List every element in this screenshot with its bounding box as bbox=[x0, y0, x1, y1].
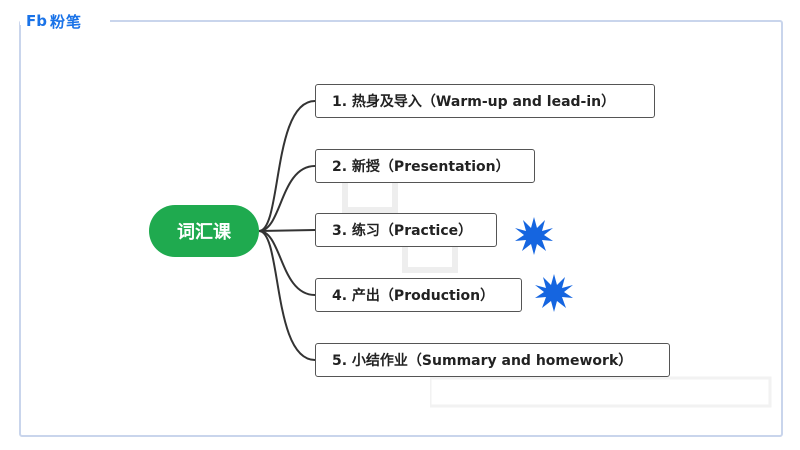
branch-warm-up: 1. 热身及导入（Warm-up and lead-in） bbox=[315, 84, 655, 118]
logo-text: 粉笔 bbox=[49, 12, 82, 31]
branch-production: 4. 产出（Production） bbox=[315, 278, 522, 312]
connector-2 bbox=[258, 165, 316, 232]
branch-label: 1. 热身及导入（Warm-up and lead-in） bbox=[332, 94, 616, 110]
center-topic: 词汇课 bbox=[149, 205, 259, 257]
branch-label: 3. 练习（Practice） bbox=[332, 223, 473, 239]
branch-practice: 3. 练习（Practice） bbox=[315, 213, 497, 247]
frame-gap bbox=[20, 17, 110, 25]
connector-4 bbox=[258, 230, 316, 296]
starburst-icon bbox=[535, 274, 573, 312]
starburst-icon bbox=[515, 217, 553, 255]
branch-label: 5. 小结作业（Summary and homework） bbox=[332, 353, 633, 369]
branch-label: 4. 产出（Production） bbox=[332, 288, 495, 304]
branch-label: 2. 新授（Presentation） bbox=[332, 159, 510, 175]
connector-3 bbox=[258, 229, 316, 232]
connector-5 bbox=[258, 230, 316, 361]
logo-mark: Fb bbox=[26, 12, 47, 30]
slide-frame bbox=[19, 20, 783, 437]
logo: Fb 粉笔 bbox=[26, 10, 82, 32]
branch-summary: 5. 小结作业（Summary and homework） bbox=[315, 343, 670, 377]
connector-1 bbox=[258, 100, 316, 232]
branch-presentation: 2. 新授（Presentation） bbox=[315, 149, 535, 183]
